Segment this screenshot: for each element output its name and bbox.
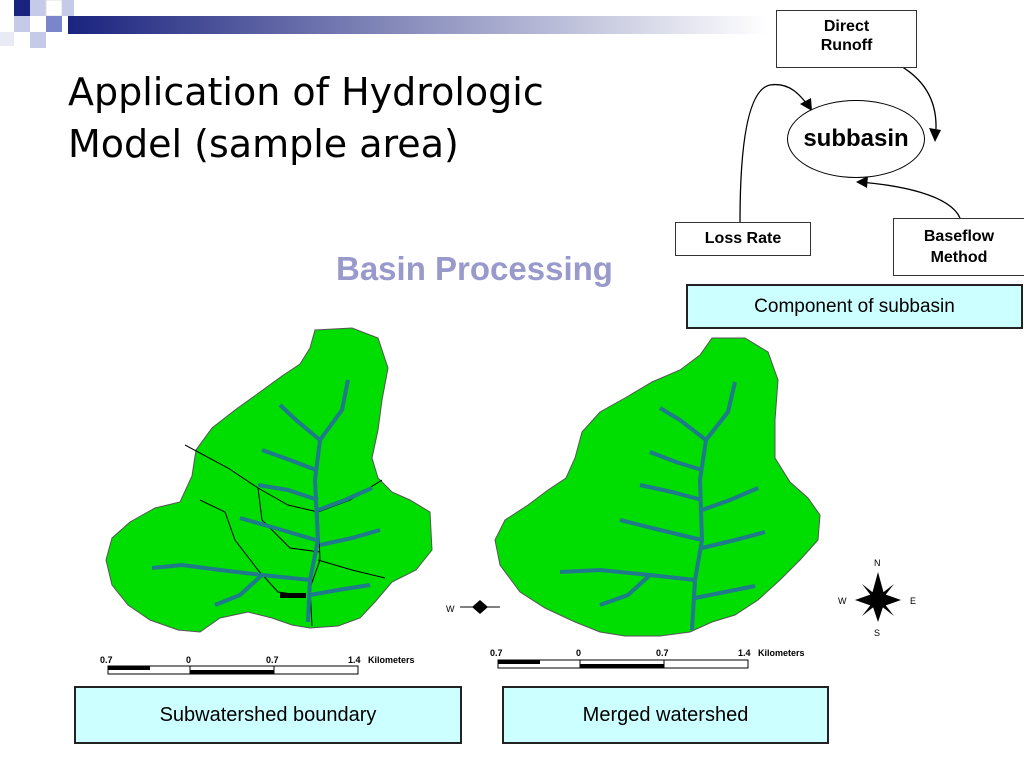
compass-n: N <box>874 558 881 568</box>
slide-title: Application of Hydrologic Model (sample … <box>68 66 544 170</box>
compass-left-w: W <box>446 604 455 614</box>
left-watershed-shape <box>105 327 433 633</box>
scale-right-label-2: 0.7 <box>656 648 669 658</box>
slide-title-line2: Model (sample area) <box>68 122 459 166</box>
component-caption-text: Component of subbasin <box>754 295 955 317</box>
subwatershed-caption-text: Subwatershed boundary <box>159 703 377 726</box>
component-of-subbasin-caption: Component of subbasin <box>686 284 1023 329</box>
corner-squares-decoration <box>0 0 74 48</box>
subwatershed-boundary-caption: Subwatershed boundary <box>74 686 462 744</box>
baseflow-method-label: Baseflow Method <box>923 228 995 266</box>
scale-right-label-0: 0.7 <box>490 648 503 658</box>
direct-runoff-label: Direct Runoff <box>820 18 873 54</box>
right-stream-network <box>559 381 766 631</box>
compass-w: W <box>838 596 847 606</box>
compass-rose: N S E W <box>838 558 916 638</box>
subwatershed-map <box>105 327 433 633</box>
slide-title-line1: Application of Hydrologic <box>68 70 544 114</box>
subwatershed-boundaries <box>184 444 386 627</box>
scale-bar-left: 0.7 0 0.7 1.4 Kilometers <box>100 655 415 675</box>
subbasin-ellipse: subbasin <box>787 100 925 178</box>
compass-left-partial: W <box>446 600 500 614</box>
loss-rate-label: Loss Rate <box>704 230 782 247</box>
scale-bar-right: 0.7 0 0.7 1.4 Kilometers <box>490 648 805 669</box>
baseflow-method-box: Baseflow Method <box>893 218 1024 276</box>
merged-watershed-caption: Merged watershed <box>502 686 829 744</box>
arrow-baseflow <box>857 181 961 219</box>
merged-caption-text: Merged watershed <box>582 703 749 726</box>
scale-right-unit: Kilometers <box>758 648 805 658</box>
scale-right-label-1: 0 <box>576 648 581 658</box>
basin-processing-heading: Basin Processing <box>336 250 613 287</box>
direct-runoff-box: Direct Runoff <box>776 10 917 68</box>
compass-e: E <box>910 596 916 606</box>
merged-watershed-map <box>494 337 821 637</box>
scale-left-label-0: 0.7 <box>100 655 113 665</box>
scale-left-label-3: 1.4 <box>348 655 361 665</box>
scale-right-label-3: 1.4 <box>738 648 751 658</box>
loss-rate-box: Loss Rate <box>675 222 811 256</box>
top-gradient-band <box>68 16 768 34</box>
scale-left-label-1: 0 <box>186 655 191 665</box>
left-stream-network <box>151 379 381 623</box>
compass-s: S <box>874 628 880 638</box>
subbasin-label: subbasin <box>803 125 909 152</box>
scale-left-unit: Kilometers <box>368 655 415 665</box>
arrow-loss-rate <box>739 83 811 223</box>
scale-left-label-2: 0.7 <box>266 655 279 665</box>
